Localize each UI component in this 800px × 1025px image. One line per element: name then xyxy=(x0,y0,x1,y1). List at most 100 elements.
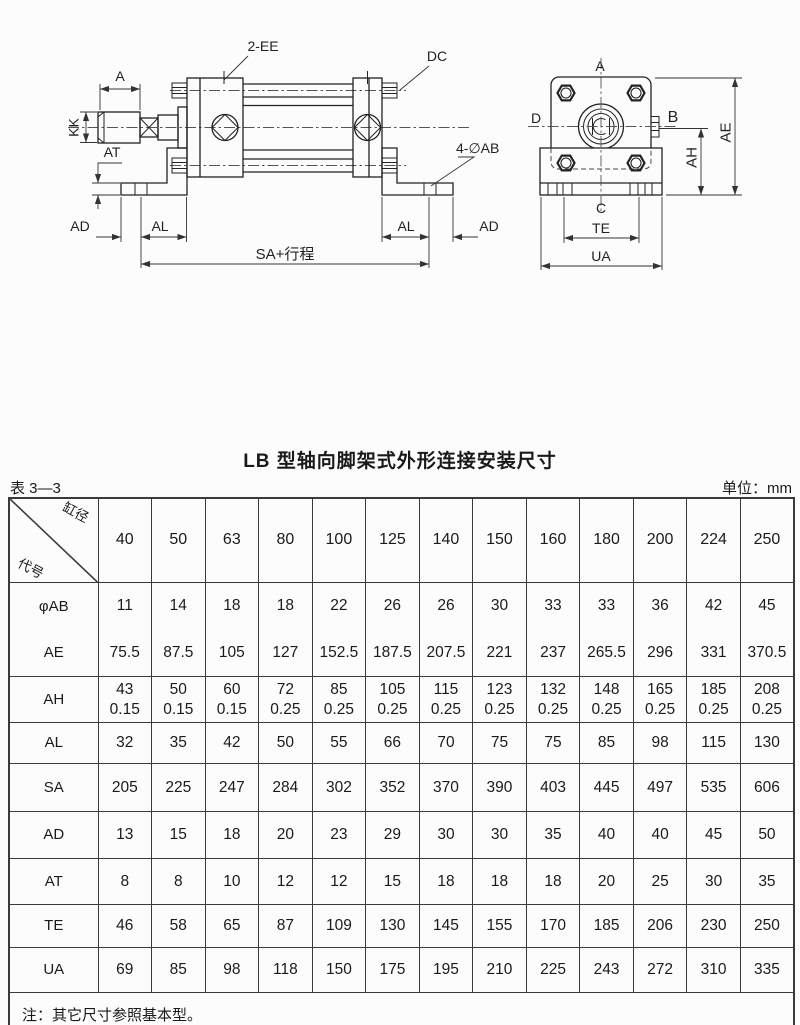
cell: 30 xyxy=(686,858,741,906)
cell: 46 xyxy=(97,904,153,949)
side-centerlines xyxy=(68,90,470,166)
cell: 210 xyxy=(472,947,527,994)
col-header: 80 xyxy=(258,497,313,584)
dim-label-a: A xyxy=(115,68,125,84)
cell: 207.5 xyxy=(418,629,474,678)
end-centerlines xyxy=(528,58,676,212)
cell: 208 0.25 xyxy=(739,676,795,724)
cell: 148 0.25 xyxy=(579,676,634,724)
row-label: UA xyxy=(8,947,99,994)
cell: 98 xyxy=(204,947,260,994)
cell: 195 xyxy=(418,947,474,994)
cell: 15 xyxy=(365,858,420,906)
dim-label-ad-left: AD xyxy=(70,218,89,234)
diagonal-header-cell: 缸径 代号 xyxy=(8,497,99,584)
dim-label-kk: KK xyxy=(66,118,82,137)
col-header: 160 xyxy=(525,497,581,584)
cell: 50 xyxy=(258,722,313,765)
cell: 123 0.25 xyxy=(472,676,527,724)
cell: 12 xyxy=(311,858,367,906)
cell: 130 xyxy=(365,904,420,949)
cell: 12 xyxy=(258,858,313,906)
cell: 50 0.15 xyxy=(151,676,206,724)
cell: 70 xyxy=(418,722,474,765)
cell: 26 xyxy=(418,582,474,630)
cell: 26 xyxy=(365,582,420,630)
cell: 272 xyxy=(632,947,688,994)
cell: 152.5 xyxy=(311,629,367,678)
cell: 403 xyxy=(525,763,581,813)
table-note: 注：其它尺寸参照基本型。 xyxy=(8,992,795,1025)
row-label: AE xyxy=(8,629,99,678)
col-header: 100 xyxy=(311,497,367,584)
dim-label-al-left: AL xyxy=(151,218,168,234)
cell: 352 xyxy=(365,763,420,813)
cell: 45 xyxy=(739,582,795,630)
cell: 130 xyxy=(739,722,795,765)
cell: 390 xyxy=(472,763,527,813)
row-label: AT xyxy=(8,858,99,906)
cell: 18 xyxy=(204,811,260,860)
cell: 87.5 xyxy=(151,629,206,678)
cell: 40 xyxy=(632,811,688,860)
cell: 115 xyxy=(686,722,741,765)
col-header: 140 xyxy=(418,497,474,584)
row-label: AH xyxy=(8,676,99,724)
cell: 33 xyxy=(525,582,581,630)
cell: 35 xyxy=(525,811,581,860)
cell: 60 0.15 xyxy=(204,676,260,724)
cell: 66 xyxy=(365,722,420,765)
note-row: 注：其它尺寸参照基本型。 xyxy=(8,992,795,1025)
flange-nut xyxy=(556,84,576,102)
dim-label-ae: AE xyxy=(718,122,735,142)
cell: 50 xyxy=(739,811,795,860)
cell: 20 xyxy=(258,811,313,860)
col-header: 224 xyxy=(686,497,741,584)
cell: 105 0.25 xyxy=(365,676,420,724)
cell: 250 xyxy=(739,904,795,949)
end-dimensions xyxy=(540,77,742,270)
row-label: φAB xyxy=(8,582,99,630)
cell: 155 xyxy=(472,904,527,949)
cell: 284 xyxy=(258,763,313,813)
cell: 15 xyxy=(151,811,206,860)
dim-label-ua: UA xyxy=(591,248,611,264)
cell: 206 xyxy=(632,904,688,949)
cell: 65 xyxy=(204,904,260,949)
cell: 115 0.25 xyxy=(418,676,474,724)
cell: 132 0.25 xyxy=(525,676,581,724)
dim-label-b: B xyxy=(668,109,679,126)
dim-label-a-end: A xyxy=(595,58,605,74)
col-header: 125 xyxy=(365,497,420,584)
cell: 175 xyxy=(365,947,420,994)
label-dc: DC xyxy=(427,48,447,64)
dim-label-at: AT xyxy=(104,144,121,160)
cell: 370.5 xyxy=(739,629,795,678)
cell: 335 xyxy=(739,947,795,994)
cylinder-outline xyxy=(97,71,454,196)
label-4-ab: 4-∅AB xyxy=(456,140,499,156)
cell: 75.5 xyxy=(97,629,153,678)
cell: 8 xyxy=(97,858,153,906)
cell: 109 xyxy=(311,904,367,949)
cell: 72 0.25 xyxy=(258,676,313,724)
dim-label-d: D xyxy=(531,110,541,126)
cell: 8 xyxy=(151,858,206,906)
cell: 20 xyxy=(579,858,634,906)
cell: 185 0.25 xyxy=(686,676,741,724)
row-label: TE xyxy=(8,904,99,949)
cell: 170 xyxy=(525,904,581,949)
cell: 32 xyxy=(97,722,153,765)
cell: 58 xyxy=(151,904,206,949)
